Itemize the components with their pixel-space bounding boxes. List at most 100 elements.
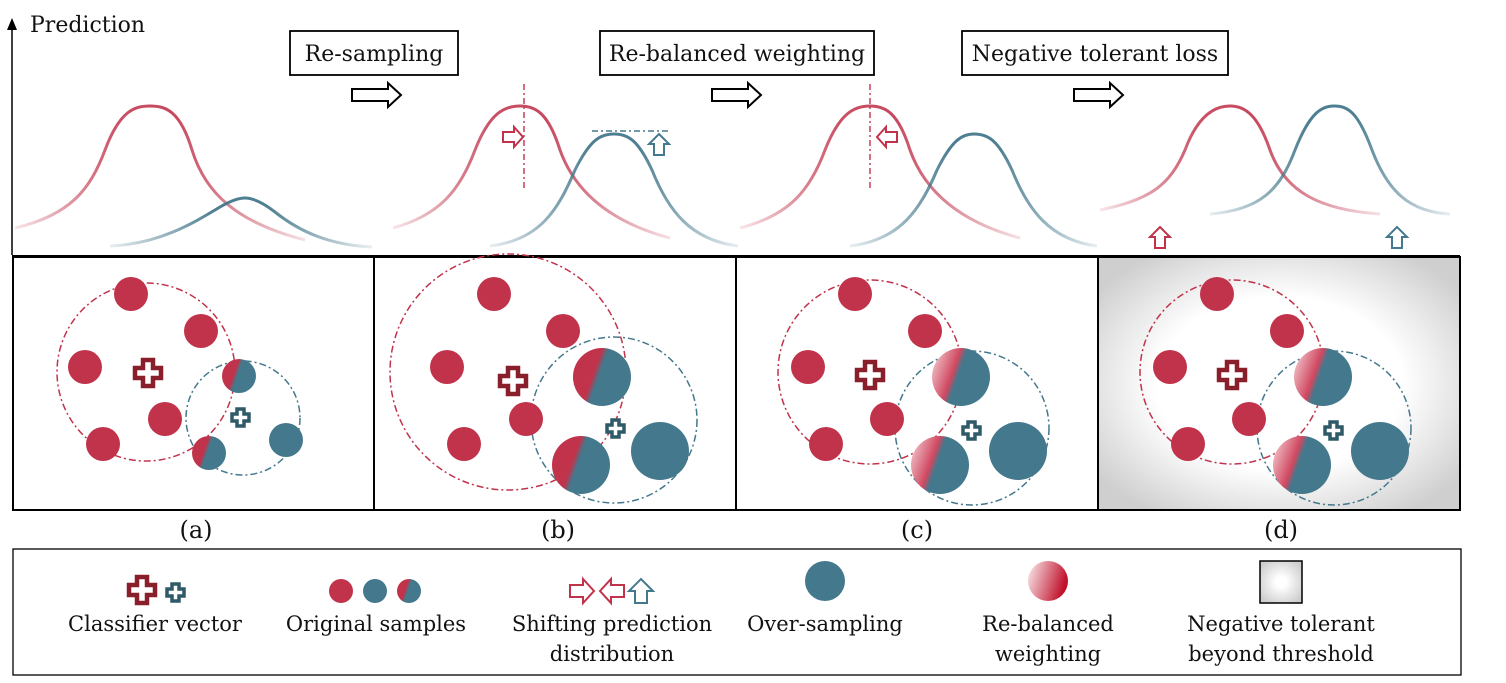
- classifier-teal-cross-icon: [165, 582, 186, 603]
- legend-item-original-samples: Original samples: [286, 579, 466, 636]
- curves-c: [739, 84, 1098, 248]
- step-re-balanced-weighting: Re-balanced weighting: [599, 30, 875, 110]
- oversampled-teal: [631, 422, 689, 480]
- sample-teal-icon: [363, 579, 387, 603]
- sample-red: [86, 427, 120, 461]
- sample-red: [184, 314, 218, 348]
- panel-b: [389, 253, 698, 504]
- legend-label: Over-sampling: [747, 612, 903, 636]
- legend-label: weighting: [995, 642, 1101, 666]
- sample-red: [1171, 427, 1205, 461]
- class-teal-curve: [849, 132, 1098, 248]
- sample-red: [809, 427, 843, 461]
- sample-red: [908, 314, 942, 348]
- panel-caption-d: (d): [1264, 516, 1298, 544]
- step-arrow-icon: [1073, 80, 1125, 110]
- legend-frame: [12, 548, 1462, 676]
- class-red-curve: [739, 104, 1021, 240]
- class-red-curve: [392, 104, 671, 240]
- class-teal-curve: [489, 132, 739, 248]
- shift-left-arrow-icon: [875, 124, 898, 150]
- sample-red: [509, 402, 543, 436]
- y-axis: Prediction: [7, 13, 145, 255]
- y-axis-label: Prediction: [30, 13, 145, 38]
- legend-item-over-sampling: Over-sampling: [747, 561, 903, 636]
- sample-mixed-icon: [397, 579, 421, 603]
- rebalanced-sample: [1273, 436, 1331, 494]
- sample-red: [791, 350, 825, 384]
- panel-captions: (a) (b) (c) (d): [179, 516, 1298, 544]
- classifier-red-cross-icon: [854, 359, 886, 391]
- shift-up-arrow-icon: [626, 577, 656, 604]
- sample-red: [430, 350, 464, 384]
- classifier-teal-cross-icon: [961, 420, 982, 441]
- shift-up-arrow-icon: [1147, 225, 1173, 249]
- panel-a: [56, 277, 303, 476]
- legend-item-negative-tolerant: Negative tolerant beyond threshold: [1187, 560, 1375, 666]
- classifier-teal-cross-icon: [1323, 420, 1344, 441]
- shift-right-arrow-icon: [502, 124, 525, 150]
- shift-up-arrow-icon: [1384, 225, 1410, 249]
- step-arrow-icon: [351, 80, 403, 110]
- legend-label: Re-balanced: [982, 612, 1114, 636]
- sample-red: [546, 314, 580, 348]
- legend-item-classifier-vector: Classifier vector: [68, 574, 243, 636]
- step-box: [289, 30, 459, 76]
- classifier-red-cross-icon: [1216, 359, 1248, 391]
- sample-red: [447, 427, 481, 461]
- big-circle-icon: [805, 561, 845, 601]
- classifier-teal-cross-icon: [230, 407, 251, 428]
- glow-square-icon: [1259, 560, 1303, 604]
- sample-mixed: [192, 436, 226, 470]
- sample-red: [114, 277, 148, 311]
- legend-label: Negative tolerant: [1187, 612, 1375, 636]
- legend-label: distribution: [550, 642, 674, 666]
- sample-red: [477, 277, 511, 311]
- classifier-red-cross-icon: [126, 574, 158, 606]
- oversampled-teal: [1351, 422, 1409, 480]
- panel-caption-a: (a): [179, 516, 212, 544]
- legend-label: beyond threshold: [1188, 642, 1374, 666]
- step-label: Re-balanced weighting: [609, 42, 865, 67]
- curves-d: [1099, 104, 1451, 249]
- step-label: Negative tolerant loss: [972, 42, 1218, 67]
- shift-left-arrow-icon: [598, 576, 625, 606]
- sample-red: [838, 277, 872, 311]
- step-arrow-icon: [711, 80, 763, 110]
- rebalanced-sample: [911, 436, 969, 494]
- legend-item-shifting: Shifting prediction distribution: [512, 576, 712, 666]
- sample-red: [1153, 350, 1187, 384]
- class-red-curve: [1099, 104, 1381, 216]
- shift-up-arrow-icon: [646, 132, 672, 156]
- class-teal-curve: [1209, 104, 1451, 216]
- panel-caption-c: (c): [901, 516, 933, 544]
- sample-teal: [269, 423, 303, 457]
- oversampled-mixed: [573, 348, 631, 406]
- oversampled-teal: [989, 422, 1047, 480]
- rebalanced-sample: [932, 348, 990, 406]
- step-negative-tolerant-loss: Negative tolerant loss: [961, 30, 1229, 110]
- step-re-sampling: Re-sampling: [289, 30, 459, 110]
- sample-red: [148, 402, 182, 436]
- sample-red: [1200, 277, 1234, 311]
- legend-label: Original samples: [286, 612, 466, 636]
- legend-item-re-balanced-weighting: Re-balanced weighting: [982, 561, 1114, 666]
- step-label: Re-sampling: [305, 42, 444, 67]
- sample-mixed: [222, 359, 256, 393]
- curves-b: [392, 84, 739, 248]
- classifier-teal-cross-icon: [605, 418, 626, 439]
- rebalanced-sample: [1294, 348, 1352, 406]
- classifier-red-cross-icon: [497, 365, 529, 397]
- class-red-curve: [14, 104, 306, 242]
- class-teal-region: [185, 360, 301, 476]
- panel-c: [777, 277, 1050, 506]
- legend-label: Shifting prediction: [512, 612, 712, 636]
- curves-a: [14, 104, 373, 249]
- panel-caption-b: (b): [541, 516, 575, 544]
- sample-red-icon: [329, 579, 353, 603]
- class-teal-curve: [109, 196, 373, 249]
- step-box: [961, 30, 1229, 76]
- gradient-circle-icon: [1028, 561, 1068, 601]
- sample-red: [870, 402, 904, 436]
